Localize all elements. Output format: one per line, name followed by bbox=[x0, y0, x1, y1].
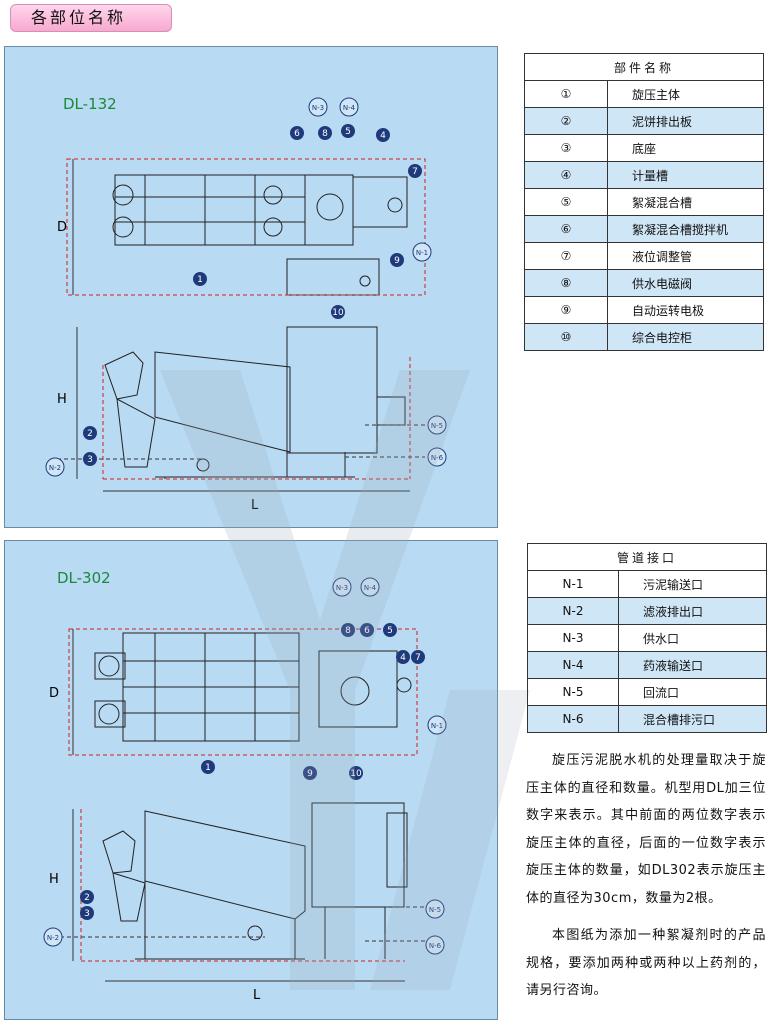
svg-text:N-3: N-3 bbox=[312, 104, 324, 112]
mixing-tank-plan bbox=[304, 174, 354, 246]
svg-text:6: 6 bbox=[294, 129, 300, 139]
svg-text:10: 10 bbox=[332, 308, 344, 318]
svg-text:6: 6 bbox=[364, 626, 370, 636]
svg-text:3: 3 bbox=[87, 455, 93, 465]
svg-text:9: 9 bbox=[307, 769, 313, 779]
svg-text:8: 8 bbox=[345, 626, 351, 636]
svg-text:N-6: N-6 bbox=[431, 454, 444, 462]
svg-text:N-2: N-2 bbox=[49, 464, 61, 472]
svg-text:3: 3 bbox=[84, 909, 90, 919]
svg-text:8: 8 bbox=[322, 129, 328, 139]
metering-tank-plan bbox=[352, 176, 408, 228]
model-label: DL-132 bbox=[63, 95, 117, 113]
control-panel-plan bbox=[286, 258, 380, 296]
cabinet-side bbox=[311, 802, 405, 908]
svg-text:N-4: N-4 bbox=[364, 584, 377, 592]
svg-text:N-5: N-5 bbox=[429, 906, 441, 914]
svg-text:D: D bbox=[49, 686, 59, 701]
svg-text:4: 4 bbox=[380, 131, 386, 141]
dim-h: H bbox=[57, 392, 67, 407]
main-body-side bbox=[154, 351, 291, 453]
cabinet-side bbox=[286, 326, 378, 454]
parts-table-header: 部件名称 bbox=[524, 53, 764, 81]
svg-text:N-1: N-1 bbox=[431, 722, 443, 730]
main-body-plan bbox=[114, 174, 306, 246]
svg-text:4: 4 bbox=[400, 653, 406, 663]
dim-d: D bbox=[57, 220, 67, 235]
svg-text:N-6: N-6 bbox=[429, 942, 442, 950]
svg-text:2: 2 bbox=[84, 893, 90, 903]
motor-side bbox=[104, 351, 144, 400]
svg-text:10: 10 bbox=[350, 769, 362, 779]
drawing-panel-dl132: DL-132 bbox=[4, 46, 498, 528]
svg-text:1: 1 bbox=[197, 275, 203, 285]
svg-text:N-1: N-1 bbox=[416, 249, 428, 257]
drive-motor bbox=[112, 184, 134, 206]
note-paragraph: 本图纸为添加一种絮凝剂时的产品规格，要添加两种或两种以上药剂的，请另行咨询。 bbox=[526, 928, 766, 998]
svg-text:L: L bbox=[253, 988, 261, 1003]
main-body-side bbox=[144, 810, 306, 920]
svg-text:N-5: N-5 bbox=[431, 422, 443, 430]
svg-text:5: 5 bbox=[387, 626, 393, 636]
svg-text:7: 7 bbox=[415, 653, 421, 663]
dl132-drawing: D H L 1 2 3 4 5 6 7 8 9 10 N-3 N-4 N-1 N… bbox=[45, 97, 447, 513]
svg-text:N-4: N-4 bbox=[343, 104, 356, 112]
svg-text:1: 1 bbox=[205, 763, 211, 773]
mixing-tank-plan bbox=[318, 650, 398, 728]
svg-text:9: 9 bbox=[394, 256, 400, 266]
description-paragraph: 旋压污泥脱水机的处理量取决于旋压主体的直径和数量。机型用DL加三位数字来表示。其… bbox=[526, 753, 766, 906]
svg-text:N-2: N-2 bbox=[47, 934, 59, 942]
section-title: 各部位名称 bbox=[10, 4, 172, 32]
ports-table-header: 管道接口 bbox=[527, 543, 767, 571]
svg-text:5: 5 bbox=[345, 127, 351, 137]
svg-text:N-3: N-3 bbox=[336, 584, 348, 592]
svg-text:H: H bbox=[49, 872, 59, 887]
dl302-drawing: D H L 1 2 3 4 5 6 7 8 9 10 N-3 N-4 N-1 N… bbox=[43, 577, 447, 1003]
model-label: DL-302 bbox=[57, 569, 111, 587]
dim-l: L bbox=[251, 498, 259, 513]
motor-side bbox=[102, 830, 136, 874]
drawing-panel-dl302: DL-302 bbox=[4, 540, 498, 1020]
svg-text:2: 2 bbox=[87, 429, 93, 439]
svg-text:7: 7 bbox=[412, 167, 418, 177]
